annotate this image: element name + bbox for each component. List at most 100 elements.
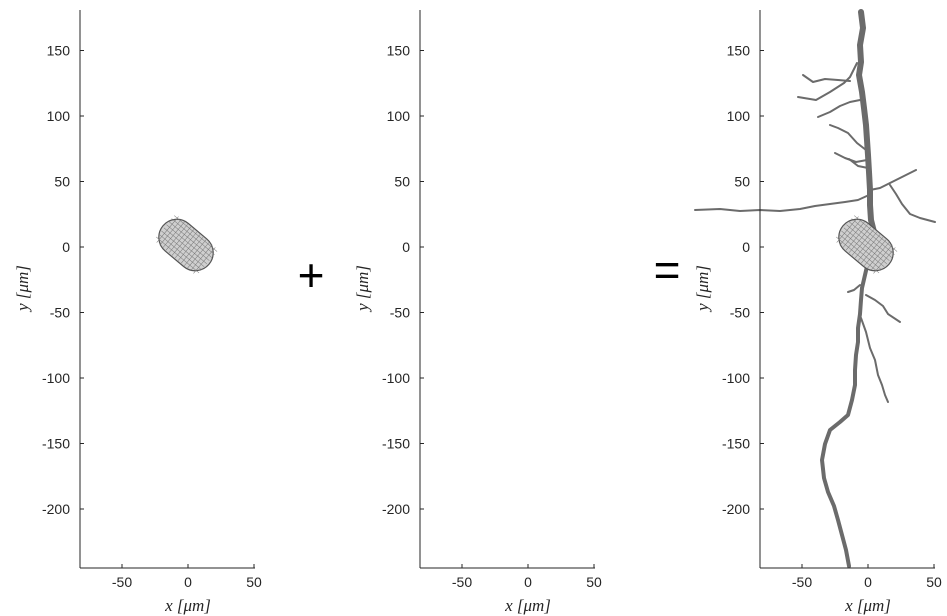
mesh-line xyxy=(842,221,865,248)
mesh-line xyxy=(168,221,213,258)
mesh-line xyxy=(845,224,868,251)
mesh-line xyxy=(156,216,179,243)
soma-mesh xyxy=(836,215,898,274)
y-tick-label: 0 xyxy=(62,239,70,255)
dendrite-branch xyxy=(797,62,858,101)
mesh-line xyxy=(846,224,890,261)
mesh-line xyxy=(156,236,200,274)
dendrite-branch xyxy=(802,74,851,83)
mesh-line xyxy=(867,242,890,269)
y-tick-label: -100 xyxy=(382,370,410,386)
mesh-line xyxy=(177,234,201,261)
mesh-line xyxy=(159,218,182,246)
mesh-line xyxy=(174,231,198,259)
mesh-line xyxy=(193,247,216,274)
y-axis-label: y [μm] xyxy=(353,265,372,313)
mesh-line xyxy=(161,230,205,268)
panel-dendrites: 150 100 50 0 -50 -100 -150 -200 -50 0 50 x [μm] y [μ… xyxy=(353,9,936,615)
upper-trunk xyxy=(856,9,878,239)
y-tick-label: 100 xyxy=(727,108,751,124)
x-axis-label: x [μm] xyxy=(844,596,891,615)
y-tick-label: -200 xyxy=(42,501,70,517)
mesh-line xyxy=(158,233,202,271)
y-axis-label: y [μm] xyxy=(13,265,32,313)
mesh-line xyxy=(838,233,882,271)
x-tick-label: 0 xyxy=(184,574,192,590)
mesh-line xyxy=(861,236,884,264)
mesh-line xyxy=(181,236,204,264)
mesh-line xyxy=(187,242,210,269)
mesh-line xyxy=(836,216,859,243)
soma-mesh xyxy=(156,215,218,274)
mesh-line xyxy=(836,236,880,274)
y-tick-label: 0 xyxy=(402,239,410,255)
equals-sign: = xyxy=(654,244,681,296)
y-tick-label: 150 xyxy=(47,43,71,59)
x-tick-label: -50 xyxy=(452,574,472,590)
y-tick-label: 50 xyxy=(54,174,70,190)
dendrite-branch xyxy=(860,317,889,403)
mesh-line xyxy=(166,224,210,261)
y-tick-label: -50 xyxy=(730,305,750,321)
y-tick-label: -100 xyxy=(42,370,70,386)
mesh-line xyxy=(848,221,893,258)
x-tick-label: -50 xyxy=(792,574,812,590)
dendrite-branch xyxy=(889,184,936,223)
mesh-line xyxy=(190,244,213,272)
y-tick-label: -150 xyxy=(42,436,70,452)
y-tick-label: -200 xyxy=(382,501,410,517)
y-tick-label: 50 xyxy=(394,174,410,190)
mesh-line xyxy=(857,234,881,261)
x-axis-label: x [μm] xyxy=(504,596,551,615)
dendrite-branch xyxy=(869,169,917,191)
mesh-line xyxy=(851,229,875,256)
x-tick-label: 50 xyxy=(246,574,262,590)
y-tick-label: 150 xyxy=(387,43,411,59)
dendrite-branch xyxy=(865,294,901,323)
mesh-line xyxy=(171,218,215,255)
x-tick-label: 50 xyxy=(586,574,602,590)
y-tick-label: -150 xyxy=(382,436,410,452)
x-tick-label: 50 xyxy=(926,574,942,590)
x-tick-label: 0 xyxy=(524,574,532,590)
mesh-line xyxy=(870,244,893,272)
y-tick-label: -100 xyxy=(722,370,750,386)
dendrite-branch xyxy=(817,99,861,118)
y-tick-label: 50 xyxy=(734,174,750,190)
mesh-line xyxy=(848,226,871,254)
y-tick-label: 100 xyxy=(387,108,411,124)
y-tick-label: -50 xyxy=(50,305,70,321)
x-tick-label: 0 xyxy=(864,574,872,590)
mesh-line xyxy=(163,227,207,264)
x-axis-label: x [μm] xyxy=(164,596,211,615)
x-tick-label: -50 xyxy=(112,574,132,590)
mesh-line xyxy=(168,226,191,254)
mesh-line xyxy=(171,229,195,256)
mesh-line xyxy=(873,247,896,274)
mesh-line xyxy=(184,239,207,266)
mesh-line xyxy=(165,224,188,251)
mesh-line xyxy=(854,231,878,259)
lower-trunk xyxy=(820,260,870,568)
mesh-line xyxy=(174,215,218,252)
dendrite-branch xyxy=(829,124,867,151)
dendrite-branch xyxy=(847,284,861,293)
mesh-line xyxy=(864,239,887,266)
plus-sign: + xyxy=(298,249,325,301)
neurite-tree xyxy=(694,9,936,568)
y-tick-label: -150 xyxy=(722,436,750,452)
dendrite-branch xyxy=(848,158,869,169)
panel-combined: 150 100 50 0 -50 -100 -150 -200 -50 0 50 x [μm] y [μ… xyxy=(693,10,942,615)
mesh-line xyxy=(843,227,887,264)
y-tick-label: -200 xyxy=(722,501,750,517)
mesh-line xyxy=(162,221,185,248)
mesh-line xyxy=(851,218,895,255)
mesh-line xyxy=(841,230,885,268)
y-tick-label: 150 xyxy=(727,43,751,59)
mesh-line xyxy=(854,215,898,252)
y-tick-label: 0 xyxy=(742,239,750,255)
y-axis-label: y [μm] xyxy=(693,265,712,313)
y-tick-label: -50 xyxy=(390,305,410,321)
